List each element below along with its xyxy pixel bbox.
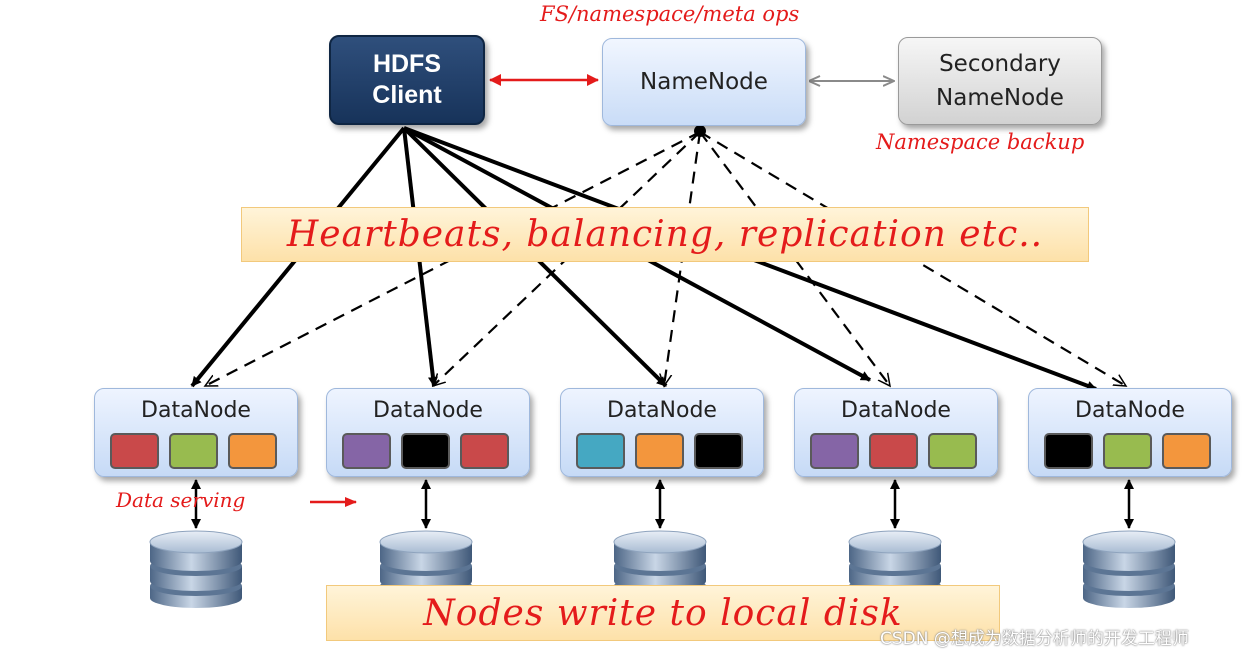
namenode-hub (694, 125, 706, 137)
datanode-label: DataNode (141, 398, 251, 423)
datanode-5: DataNode (1028, 388, 1232, 477)
datanode-2: DataNode (326, 388, 530, 477)
data-block (228, 433, 277, 469)
data-block (635, 433, 684, 469)
local-disk-banner: Nodes write to local disk (326, 585, 1000, 641)
heartbeats-banner: Heartbeats, balancing, replication etc.. (241, 207, 1089, 262)
datanode-label: DataNode (607, 398, 717, 423)
datanode-label: DataNode (841, 398, 951, 423)
data-serving-annotation: Data serving (116, 488, 246, 512)
secondary-namenode-node: Secondary NameNode (898, 37, 1102, 125)
datanode-1: DataNode (94, 388, 298, 477)
data-block (810, 433, 859, 469)
namenode-label: NameNode (640, 69, 768, 95)
data-block (869, 433, 918, 469)
datanode-label: DataNode (1075, 398, 1185, 423)
datanode-blocks (810, 433, 977, 469)
heartbeats-banner-text: Heartbeats, balancing, replication etc.. (286, 214, 1044, 255)
hdfs-client-label: HDFS Client (372, 50, 442, 109)
disk-icon (149, 530, 243, 609)
namespace-backup-annotation: Namespace backup (876, 130, 1085, 154)
secondary-namenode-label: Secondary NameNode (936, 51, 1064, 111)
datanode-blocks (576, 433, 743, 469)
data-block (460, 433, 509, 469)
data-block (694, 433, 743, 469)
data-block (110, 433, 159, 469)
datanode-blocks (1044, 433, 1211, 469)
disk-icon (1082, 530, 1176, 609)
data-block (1103, 433, 1152, 469)
data-block (169, 433, 218, 469)
watermark: CSDN @想成为数据分析师的开发工程师 (880, 629, 1189, 649)
data-block (342, 433, 391, 469)
datanode-4: DataNode (794, 388, 998, 477)
meta-ops-annotation: FS/namespace/meta ops (540, 2, 800, 26)
hdfs-client-node: HDFS Client (329, 35, 485, 125)
datanode-blocks (342, 433, 509, 469)
data-block (928, 433, 977, 469)
datanode-label: DataNode (373, 398, 483, 423)
data-block (576, 433, 625, 469)
data-block (1044, 433, 1093, 469)
data-block (1162, 433, 1211, 469)
disk-io-arrows (191, 479, 1134, 529)
datanode-3: DataNode (560, 388, 764, 477)
datanode-blocks (110, 433, 277, 469)
local-disk-banner-text: Nodes write to local disk (423, 592, 903, 634)
data-block (401, 433, 450, 469)
namenode-node: NameNode (602, 38, 806, 126)
